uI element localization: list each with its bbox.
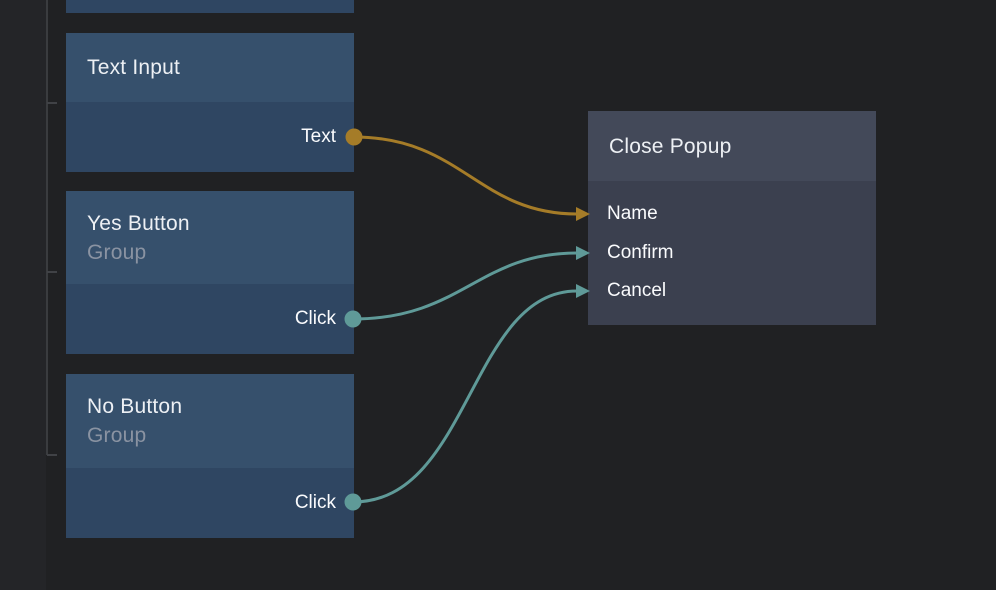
- hierarchy-bracket-tick: [47, 102, 57, 104]
- output-label-click: Click: [294, 308, 336, 329]
- node-yes-button-body: Click: [66, 284, 354, 354]
- node-title: No Button: [87, 395, 183, 418]
- node-text-input[interactable]: Text Input Text: [66, 33, 354, 172]
- node-no-button-header[interactable]: No Button Group: [66, 374, 354, 468]
- node-close-popup[interactable]: Close Popup Name Confirm Cancel: [588, 111, 876, 325]
- node-no-button-body: Click: [66, 468, 354, 538]
- node-partial-top[interactable]: [66, 0, 354, 13]
- node-text-input-body: Text: [66, 102, 354, 172]
- output-label-text: Text: [301, 126, 336, 147]
- node-no-button[interactable]: No Button Group Click: [66, 374, 354, 538]
- node-text-input-header[interactable]: Text Input: [66, 33, 354, 102]
- hierarchy-bracket-tick: [47, 454, 57, 456]
- input-label-confirm: Confirm: [607, 241, 674, 263]
- wire-text-to-name[interactable]: [353, 135, 578, 216]
- input-row-name: Name: [588, 195, 876, 234]
- node-close-popup-header[interactable]: Close Popup: [588, 111, 876, 181]
- input-row-confirm: Confirm: [588, 234, 876, 273]
- node-title: Close Popup: [609, 134, 732, 158]
- output-row-click: Click: [66, 468, 354, 538]
- node-close-popup-body: Name Confirm Cancel: [588, 181, 876, 325]
- node-subtitle: Group: [87, 424, 147, 447]
- output-row-click: Click: [66, 284, 354, 354]
- hierarchy-bracket-tick: [47, 271, 57, 273]
- wire-yesclick-to-confirm[interactable]: [352, 251, 578, 321]
- left-panel-strip: [0, 0, 46, 590]
- output-row-text: Text: [66, 102, 354, 172]
- input-row-cancel: Cancel: [588, 272, 876, 311]
- input-label-name: Name: [607, 203, 658, 225]
- output-label-click: Click: [294, 492, 336, 513]
- wire-noclick-to-cancel[interactable]: [352, 289, 578, 504]
- node-yes-button[interactable]: Yes Button Group Click: [66, 191, 354, 354]
- node-title: Text Input: [87, 56, 181, 79]
- node-yes-button-header[interactable]: Yes Button Group: [66, 191, 354, 284]
- input-label-cancel: Cancel: [607, 280, 667, 302]
- hierarchy-bracket-line: [46, 0, 48, 455]
- node-title: Yes Button: [87, 211, 190, 235]
- node-subtitle: Group: [87, 240, 147, 264]
